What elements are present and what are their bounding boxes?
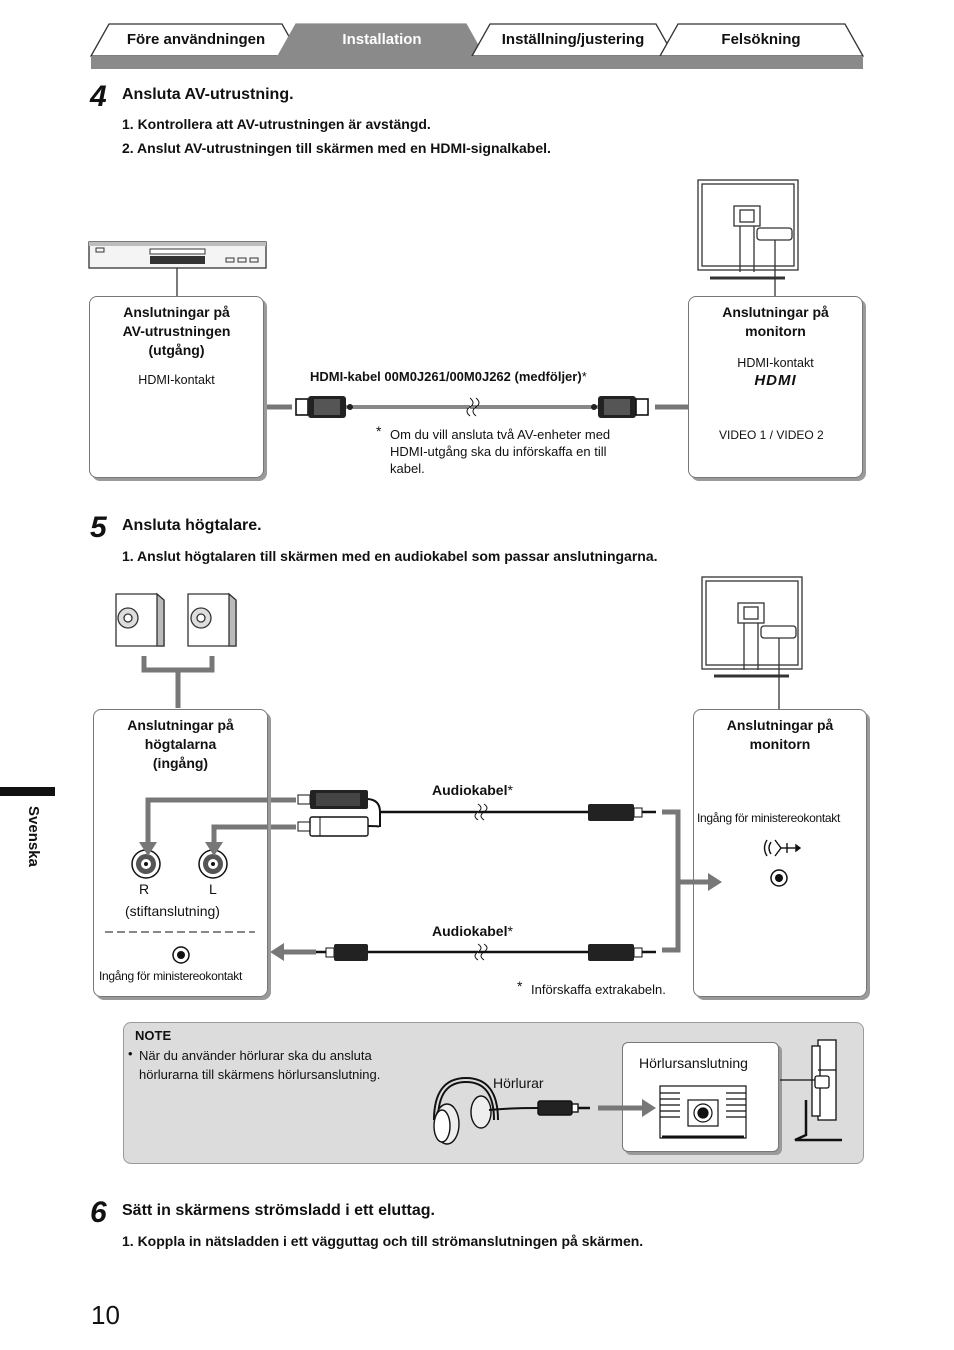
rca-jacks-icon <box>131 849 228 879</box>
headphones-label: Hörlurar <box>493 1075 544 1091</box>
monitor-mini-jack-label: Ingång för ministereokontakt <box>697 811 841 825</box>
monitor-back-icon <box>697 179 799 296</box>
note-heading: NOTE <box>135 1028 172 1043</box>
audio-cable-text: Audiokabel <box>432 923 508 939</box>
box-title-line: Anslutningar på <box>726 717 834 733</box>
speaker-connections-box: Anslutningar på högtalarna (ingång) <box>93 709 268 997</box>
hdmi-cable-label-text: HDMI-kabel 00M0J261/00M0J262 (medföljer) <box>310 369 582 384</box>
language-side-tab <box>0 787 55 796</box>
mini-jack-label: Ingång för ministereokontakt <box>99 969 243 983</box>
footnote-line: kabel. <box>390 461 425 476</box>
monitor-audio-box: Anslutningar på monitorn <box>693 709 867 997</box>
language-label: Svenska <box>25 806 42 867</box>
audio-cable-label-1: Audiokabel* <box>432 782 513 798</box>
asterisk: * <box>581 369 587 384</box>
video-label: VIDEO 1 / VIDEO 2 <box>719 428 824 442</box>
note-line: hörlurarna till skärmens hörlursanslutni… <box>139 1067 381 1082</box>
box-title-line: AV-utrustningen <box>122 323 231 339</box>
box-title-line: monitorn <box>749 736 811 752</box>
audio-cable-2-icon <box>270 943 656 961</box>
av-connections-box: Anslutningar på AV-utrustningen (utgång)… <box>89 296 264 478</box>
box-title-line: Anslutningar på <box>123 304 230 320</box>
hdmi-connector-label: HDMI-kontakt <box>138 373 215 387</box>
mini-jack-right-icon <box>770 869 788 887</box>
hdmi-cable-icon <box>232 396 712 418</box>
speakers-icon <box>115 592 237 708</box>
audio-cable-1-icon <box>139 790 722 953</box>
pin-connector-label: (stiftanslutning) <box>125 903 220 919</box>
step-5-number: 5 <box>90 511 107 544</box>
step-4-footnote: Om du vill ansluta två AV-enheter med HD… <box>390 426 610 477</box>
footnote-line: Om du vill ansluta två AV-enheter med <box>390 427 611 442</box>
step-4-title: Ansluta AV-utrustning. <box>122 86 294 103</box>
page-number: 10 <box>91 1300 120 1330</box>
av-device-icon <box>88 241 267 296</box>
headphone-jack-label: Hörlursanslutning <box>639 1055 748 1071</box>
hdmi-logo: HDMI <box>754 372 797 389</box>
step-5-title: Ansluta högtalare. <box>122 517 262 534</box>
step-5-item-1: 1. Anslut högtalaren till skärmen med en… <box>122 548 658 564</box>
box-title-line: Anslutningar på <box>127 717 234 733</box>
audio-cable-text: Audiokabel <box>432 782 508 798</box>
step-4-item-2: 2. Anslut AV-utrustningen till skärmen m… <box>122 140 551 156</box>
tab-before-use[interactable]: Före användningen <box>126 31 266 48</box>
hdmi-cable-label: HDMI-kabel 00M0J261/00M0J262 (medföljer)… <box>310 369 587 384</box>
audio-cable-label-2: Audiokabel* <box>432 923 513 939</box>
l-label: L <box>209 881 217 897</box>
box-title-line: (ingång) <box>152 755 209 771</box>
tab-troubleshooting[interactable]: Felsökning <box>721 31 801 48</box>
step-4-item-1: 1. Kontrollera att AV-utrustningen är av… <box>122 116 431 132</box>
box-title-line: Anslutningar på <box>722 304 829 320</box>
monitor-back-icon-2 <box>701 576 803 709</box>
box-title-line: (utgång) <box>148 342 205 358</box>
asterisk: * <box>507 782 513 798</box>
monitor-connections-box: Anslutningar på monitorn HDMI-kontakt HD… <box>688 296 863 478</box>
footnote-asterisk: * <box>517 978 523 994</box>
step-4-number: 4 <box>90 80 107 113</box>
step-5-footnote: Införskaffa extrakabeln. <box>531 982 666 997</box>
hdmi-connector-label: HDMI-kontakt <box>737 356 814 370</box>
step-6-number: 6 <box>90 1196 107 1229</box>
note-text: När du använder hörlurar ska du ansluta … <box>139 1046 380 1084</box>
r-label: R <box>139 881 150 897</box>
tab-installation[interactable]: Installation <box>342 31 422 48</box>
tab-settings[interactable]: Inställning/justering <box>501 31 645 48</box>
box-title-line: monitorn <box>745 323 806 339</box>
step-6-title: Sätt in skärmens strömsladd i ett elutta… <box>122 1202 435 1219</box>
tab-underline <box>91 56 863 69</box>
mini-jack-left-icon <box>172 946 190 964</box>
footnote-line: HDMI-utgång ska du införskaffa en till <box>390 444 607 459</box>
box-title-line: högtalarna <box>144 736 217 752</box>
step-6-item-1: 1. Koppla in nätsladden i ett vägguttag … <box>122 1233 644 1249</box>
asterisk: * <box>507 923 513 939</box>
footnote-asterisk: * <box>376 423 382 439</box>
note-line: När du använder hörlurar ska du ansluta <box>139 1048 372 1063</box>
note-bullet: • <box>128 1046 133 1061</box>
audio-symbol-icon <box>763 839 802 857</box>
